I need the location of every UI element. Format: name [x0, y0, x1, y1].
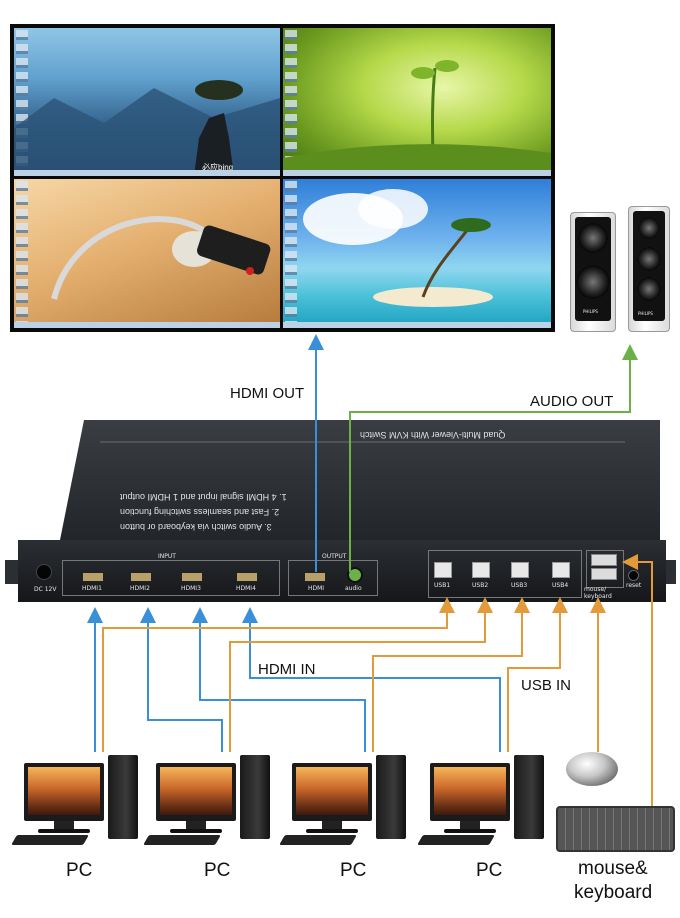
- hdmi2-label: HDMI2: [130, 585, 150, 592]
- usb4-label: USB4: [552, 582, 569, 589]
- hdmi4-port: [236, 572, 258, 582]
- hdmi2-port: [130, 572, 152, 582]
- quadrant-sprout: [283, 28, 551, 176]
- desktop-icons: [285, 181, 297, 326]
- headphones-scene: [51, 216, 271, 300]
- island-scene: [303, 189, 493, 307]
- usb-group-frame: [428, 550, 582, 598]
- hdmi4-label: HDMI4: [236, 585, 256, 592]
- usb1-port: [434, 562, 452, 578]
- mouse: [566, 752, 618, 786]
- keyboard: [556, 806, 675, 852]
- mountain-scene: [14, 80, 280, 176]
- taskbar: [14, 170, 280, 176]
- usb-a-port-bottom: [591, 568, 617, 580]
- hdmi3-label: HDMI3: [181, 585, 201, 592]
- usb3-port: [511, 562, 529, 578]
- dc-jack: [36, 564, 52, 580]
- taskbar: [283, 322, 551, 328]
- hdmi-out-label: HDMI: [308, 585, 325, 592]
- reset-button[interactable]: [628, 570, 639, 581]
- audio-out-callout: AUDIO OUT: [530, 393, 614, 410]
- usb2-label: USB2: [472, 582, 489, 589]
- taskbar: [283, 170, 551, 176]
- mouse-keyboard-label: mouse/ keyboard: [584, 586, 612, 600]
- kvm-switch-top: [60, 420, 660, 540]
- hdmi-out-callout: HDMI OUT: [230, 385, 305, 402]
- hdmi-in-line-2: [140, 607, 223, 752]
- pc-4-label: PC: [476, 860, 503, 881]
- bing-logo: 必应bing: [202, 163, 234, 172]
- hdmi1-label: HDMI1: [82, 585, 102, 592]
- pc-3: [279, 755, 410, 850]
- input-group-label: INPUT: [158, 553, 176, 560]
- speaker-right: PHILIPS: [628, 206, 670, 332]
- desktop-icons: [16, 181, 28, 326]
- dc-label: DC 12V: [34, 586, 57, 593]
- audio-label: audio: [345, 585, 362, 592]
- input-group-frame: [62, 560, 280, 596]
- pc-1-label: PC: [66, 860, 93, 881]
- pc-3-label: PC: [340, 860, 367, 881]
- usb-in-line-3: [372, 597, 530, 752]
- hdmi3-port: [181, 572, 203, 582]
- kvm-switch-front: DC 12V INPUT HDMI1 HDMI2 HDMI3 HDMI4 OUT…: [18, 540, 666, 602]
- speaker-brand: PHILIPS: [638, 311, 653, 316]
- hdmi-in-line-4: [242, 607, 501, 752]
- usb-in-line-1: [102, 597, 455, 752]
- sprout-scene: [283, 60, 551, 176]
- pc-2-label: PC: [204, 860, 231, 881]
- keyboard-line: [622, 554, 653, 806]
- quadrant-mountains: 必应bing: [14, 28, 280, 176]
- output-group-frame: [288, 560, 378, 596]
- pc-2: [143, 755, 274, 850]
- reset-label: reset: [626, 582, 642, 589]
- usb2-port: [472, 562, 490, 578]
- usb-in-callout: USB IN: [521, 677, 572, 694]
- pc-1: [11, 755, 142, 850]
- usb1-label: USB1: [434, 582, 451, 589]
- taskbar: [14, 322, 280, 328]
- hdmi1-port: [82, 572, 104, 582]
- peripheral-label-line1: mouse&: [578, 858, 648, 879]
- hdmi-in-line-3: [192, 607, 366, 752]
- pc-4: [417, 755, 548, 850]
- usb-in-line-2: [229, 597, 493, 752]
- usb-a-port-top: [591, 554, 617, 566]
- usb3-label: USB3: [511, 582, 528, 589]
- quad-view-monitor: 必应bing: [10, 24, 555, 332]
- speaker-brand: PHILIPS: [583, 309, 598, 314]
- output-group-label: OUTPUT: [322, 553, 347, 560]
- peripheral-label-line2: keyboard: [574, 882, 653, 903]
- quadrant-headphones: [14, 179, 280, 328]
- hdmi-out-port: [304, 572, 326, 582]
- quadrant-island: [283, 179, 551, 328]
- usb-in-line-4: [507, 597, 568, 752]
- usb4-port: [552, 562, 570, 578]
- speaker-left: PHILIPS: [570, 212, 616, 332]
- hdmi-in-callout: HDMI IN: [258, 661, 316, 678]
- audio-out-line: [349, 344, 638, 572]
- desktop-icons: [285, 30, 297, 174]
